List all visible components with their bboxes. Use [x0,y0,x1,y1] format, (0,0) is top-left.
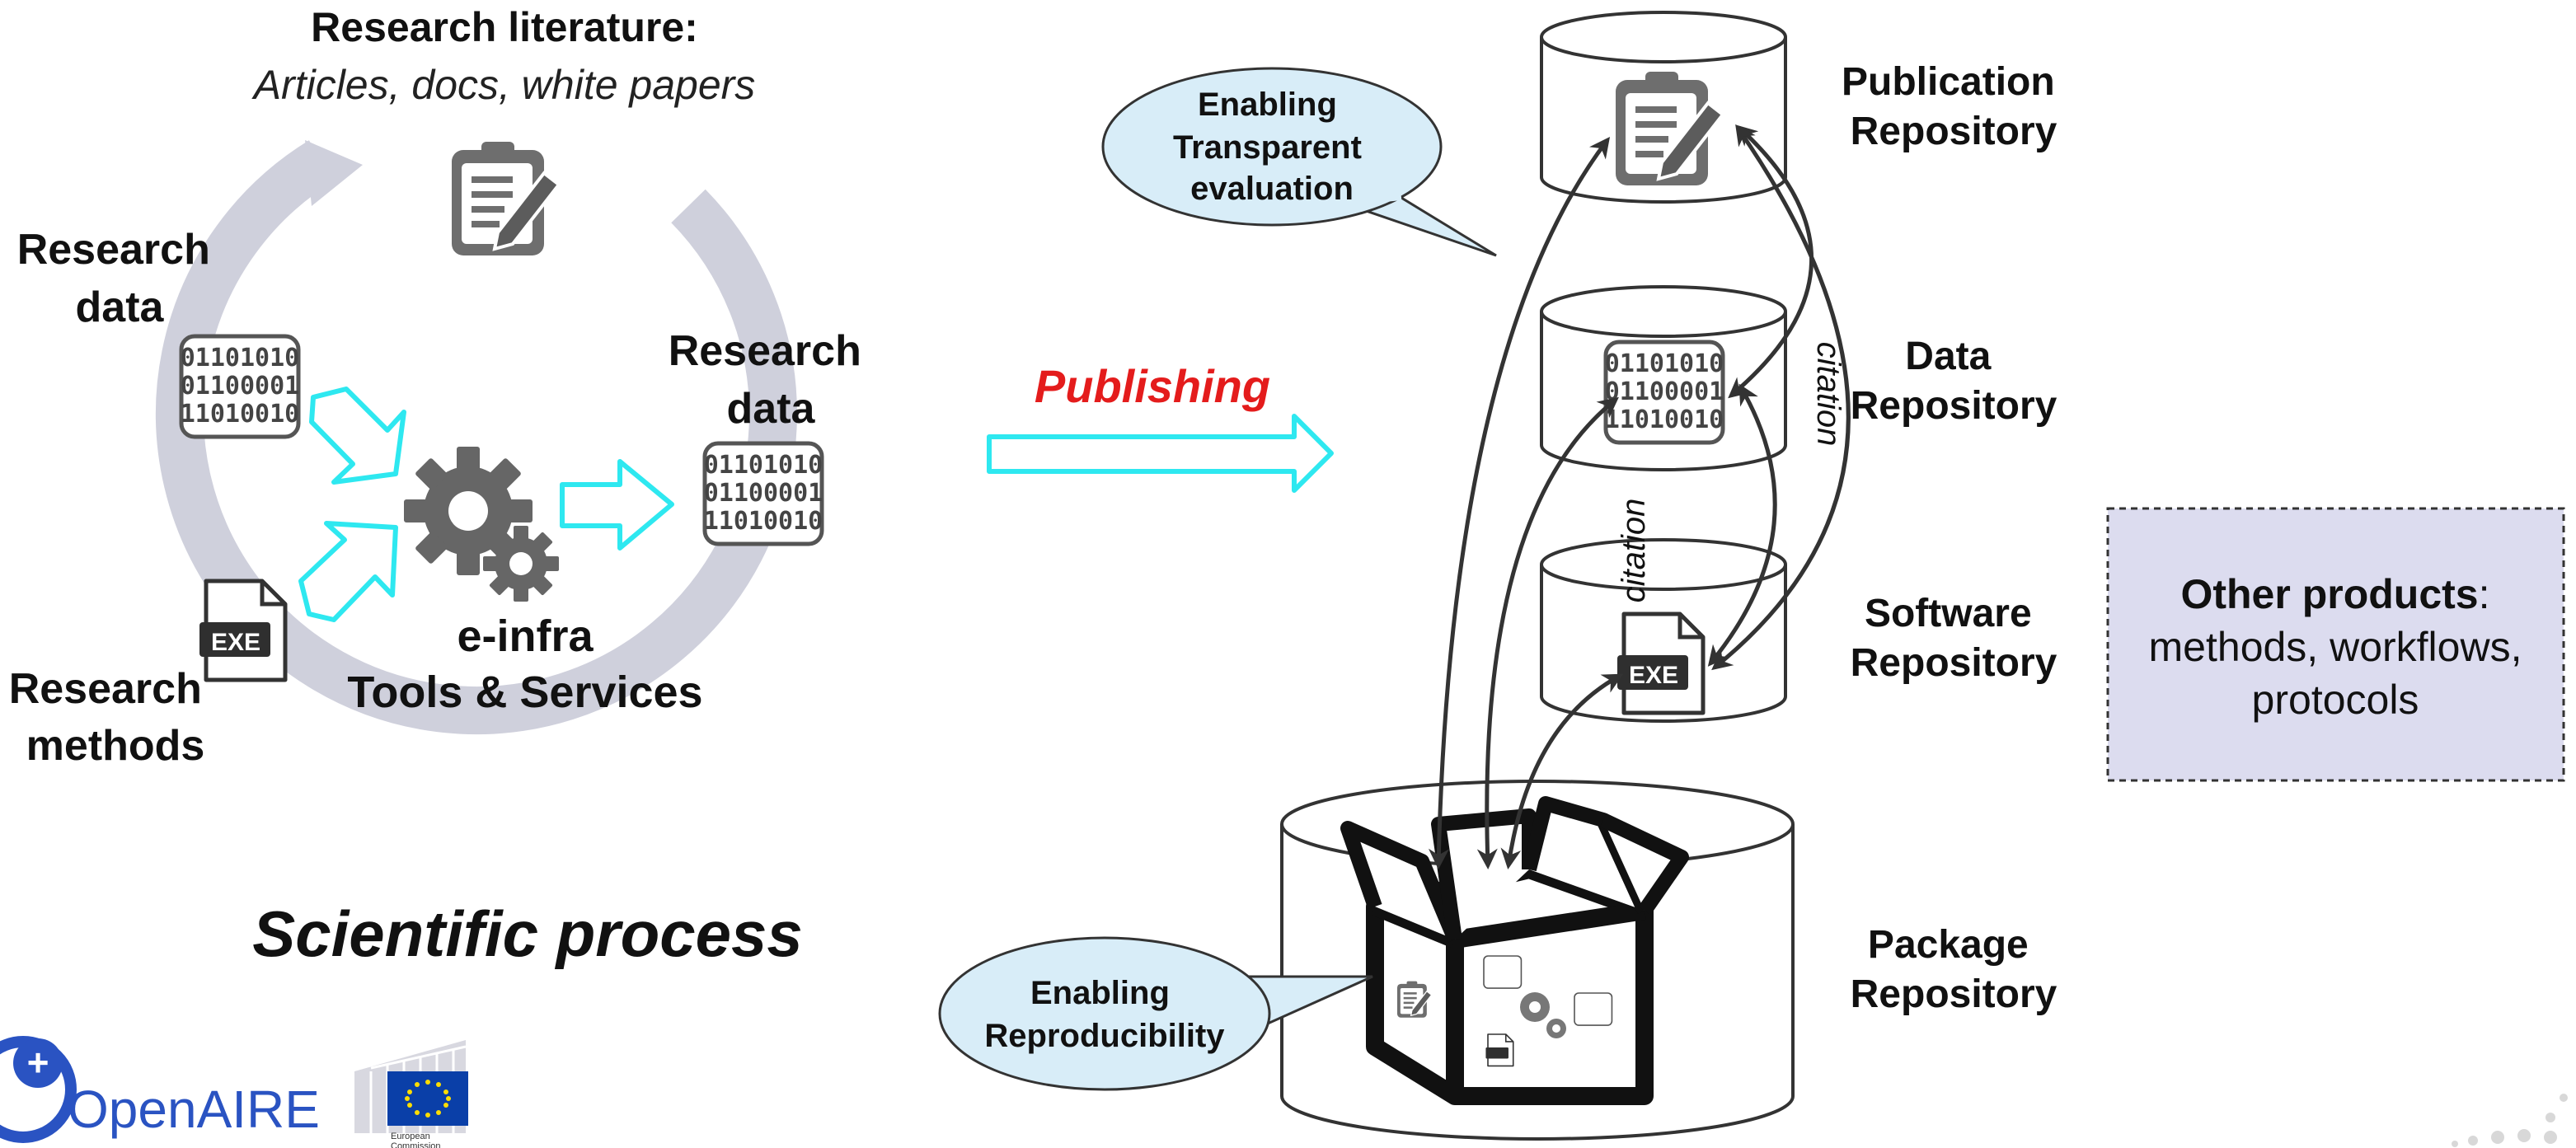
document-edit-icon [450,140,561,257]
svg-text:01100001: 01100001 [1605,377,1724,406]
callout-transparent-evaluation: Enabling Transparent evaluation [1101,67,1497,257]
cyan-arrow-methods-in [298,521,398,622]
process-caption: Scientific process [252,897,803,970]
svg-text:01101010: 01101010 [1605,349,1724,378]
binary-data-icon: 01101010 01100001 11010010 [1605,342,1724,443]
svg-text:EXE: EXE [211,629,260,656]
research-data-out-label: Research data [669,327,874,433]
gears-icon [404,447,559,602]
literature-title: Research literature: [311,4,698,50]
research-methods-label: Research methods [9,665,214,770]
einfra-title: e-infra [457,611,594,661]
research-data-in-label: Research data [17,226,223,331]
data-repository-label: Data Repository [1851,335,2058,428]
einfra-subtitle: Tools & Services [347,668,702,717]
european-commission-logo: European Commission [354,1040,468,1148]
svg-text:11010010: 11010010 [704,507,823,536]
binary-data-icon: 01101010 01100001 11010010 [704,443,823,544]
package-repository-label: Package Repository [1851,923,2058,1016]
svg-text:11010010: 11010010 [1605,405,1724,434]
other-products-title: Other products [2180,571,2478,617]
publication-repository-label: Publication Repository [1842,60,2066,153]
binary-data-icon: 01101010 01100001 11010010 [181,336,300,437]
citation-label-upper: citation [1810,342,1846,447]
citation-arrows [1428,124,1851,869]
exe-file-icon: EXE [199,581,285,680]
svg-text:European: European [391,1132,430,1141]
callout-reproducibility: Enabling Reproducibility [938,936,1373,1091]
svg-text:Commission: Commission [391,1141,441,1148]
literature-subtitle: Articles, docs, white papers [251,62,756,108]
svg-text:11010010: 11010010 [181,400,300,429]
citation-label-lower: citation [1616,499,1652,603]
other-products-line3: protocols [2252,677,2419,723]
svg-text:01101010: 01101010 [704,451,823,480]
other-products-box: Other products: methods, workflows, prot… [2106,507,2565,782]
software-repository-label: Software Repository [1851,592,2058,685]
cycle-arrowhead [305,140,363,206]
svg-text:+: + [27,1041,49,1084]
cyan-arrow-out [560,459,674,551]
other-products-line2: methods, workflows, [2149,624,2522,670]
scientific-process-panel: Research literature: Articles, docs, whi… [9,4,874,970]
exe-file-icon: EXE [1617,614,1703,713]
svg-text:Enabling Transparent: Enabling Transparent evaluation [1173,87,1371,207]
eu-flag-icon [387,1071,468,1126]
document-edit-icon [1614,70,1724,187]
repositories: 01101010 01100001 11010010 EXE [1280,11,2066,1141]
slide-nav-dots [2452,1094,2568,1147]
openaire-wordmark: OpenAIRE [68,1080,320,1139]
publishing-arrow-shape [987,414,1334,493]
svg-text:01100001: 01100001 [704,479,823,508]
svg-text:Enabling Reproducibility: Enabling Reproducibility [984,975,1225,1054]
openaire-logo: + OpenAIRE [0,1036,320,1143]
publishing-label: Publishing [1035,360,1270,412]
svg-text:EXE: EXE [1629,662,1678,689]
svg-text:01100001: 01100001 [181,372,300,401]
open-box-icon [1340,796,1689,1105]
svg-text:01101010: 01101010 [181,344,300,373]
svg-text:Other products:: Other products: [2180,571,2489,617]
cyan-arrow-data-in [309,387,406,485]
publishing-arrow: Publishing [987,360,1334,493]
